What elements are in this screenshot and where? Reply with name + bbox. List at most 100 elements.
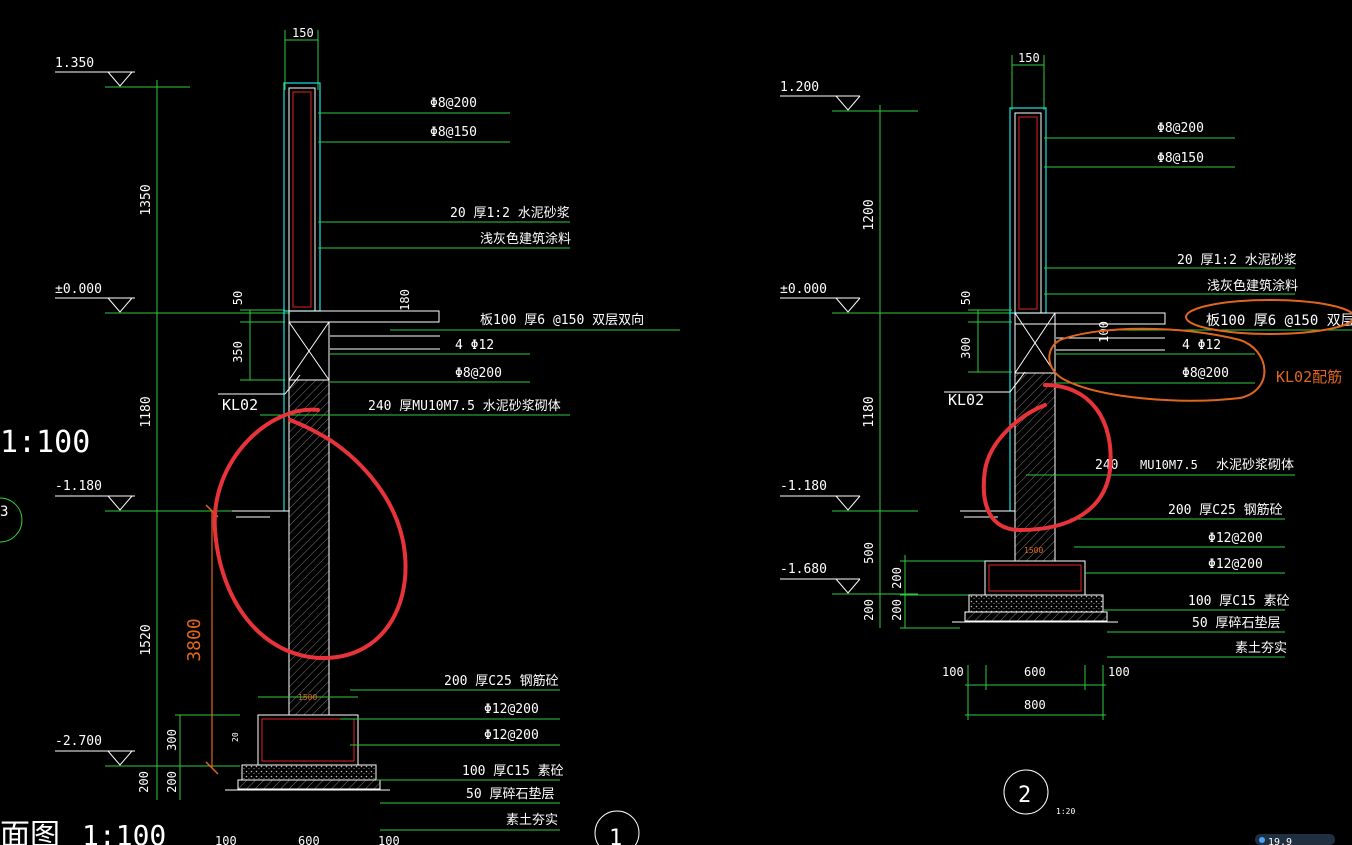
left-note-c15: 100 厚C15 素砼 (462, 764, 564, 779)
right-level-0000: ±0.000 (780, 282, 827, 297)
right-markup-note: KL02配筋 (1276, 368, 1342, 386)
left-note-phi12-a: Φ12@200 (484, 702, 539, 717)
right-note-stirrup: Φ8@200 (1182, 366, 1229, 381)
right-footing (984, 560, 1086, 596)
right-note-c25: 200 厚C25 钢筋砼 (1168, 502, 1283, 518)
left-note-masonry: 240 厚MU10M7.5 水泥砂浆砌体 (368, 399, 561, 414)
right-parapet-rebar (1018, 116, 1038, 310)
left-beam-label: KL02 (222, 396, 258, 414)
left-circle-fragment (0, 497, 23, 543)
left-parapet-rebar (292, 91, 312, 308)
right-bottom-dim-600: 600 (1024, 665, 1046, 679)
left-section-number: 1 (609, 826, 622, 845)
right-leaders (1026, 137, 1352, 658)
left-note-phi12-b: Φ12@200 (484, 728, 539, 743)
left-gravel-bed (237, 779, 381, 790)
right-dim-200b: 200 (890, 599, 904, 621)
right-note-phi12-b: Φ12@200 (1208, 557, 1263, 572)
left-footing-1500: 1500 (298, 693, 317, 702)
left-level-2700: -2.700 (55, 734, 102, 749)
right-markup-slab-ellipse (1185, 299, 1352, 335)
left-note-stirrup: Φ8@200 (455, 366, 502, 381)
right-note-slab: 板100 厚6 @150 双层双 (1206, 313, 1352, 329)
right-masonry-wall (1014, 372, 1056, 562)
left-dim-1180: 1180 (139, 396, 154, 427)
right-markup-beam-loop (1048, 327, 1266, 402)
left-level-1350: 1.350 (55, 56, 94, 71)
left-note-gravel: 50 厚碎石垫层 (466, 786, 554, 802)
badge-dot-icon (1259, 837, 1265, 843)
left-footing-small-dim: 20 (231, 732, 240, 742)
right-level-marks (780, 95, 1015, 595)
left-note-slab: 板100 厚6 @150 双层双向 (480, 312, 644, 328)
right-note-mortar: 20 厚1:2 水泥砂浆 (1177, 253, 1297, 268)
left-note-phi8-150: Φ8@150 (430, 125, 477, 140)
right-dim-100: 100 (1097, 321, 1111, 343)
right-footing-1500: 1500 (1024, 546, 1043, 555)
right-concrete-base (968, 594, 1104, 613)
corner-badge: 19.9 (1255, 834, 1335, 845)
right-bottom-dim-100b: 100 (1108, 665, 1130, 679)
right-dim-50: 50 (959, 291, 973, 305)
left-roof-slab (288, 310, 440, 323)
left-wall-width: 150 (292, 26, 314, 40)
right-note-coating: 浅灰色建筑涂料 (1207, 278, 1298, 294)
left-dim-180: 180 (398, 289, 412, 311)
right-note-gravel: 50 厚碎石垫层 (1192, 615, 1280, 631)
left-footing (257, 714, 359, 766)
left-level-0000: ±0.000 (55, 282, 102, 297)
right-note-4phi12: 4 Φ12 (1182, 338, 1221, 353)
left-section: 1.350 ±0.000 -1.180 -2.700 1350 1180 152… (0, 26, 680, 845)
right-markup-circle (981, 383, 1113, 533)
left-leaders (260, 112, 680, 831)
right-section: 1.200 ±0.000 -1.180 -1.680 1200 1180 500… (780, 51, 1352, 816)
left-title-fragment: 面图 (0, 818, 60, 845)
left-level-1180: -1.180 (55, 479, 102, 494)
left-bottom-dim-100b: 100 (378, 834, 400, 845)
left-dim-50: 50 (231, 291, 245, 305)
right-level-1680: -1.680 (780, 562, 827, 577)
left-title-scale: 1:100 (82, 819, 166, 845)
left-dim-200a: 200 (165, 771, 179, 793)
left-dim-200b: 200 (137, 771, 151, 793)
right-note-mu10: MU10M7.5 (1140, 458, 1198, 472)
left-concrete-base (241, 764, 377, 781)
left-section-circle (594, 810, 640, 845)
right-note-phi12-a: Φ12@200 (1208, 531, 1263, 546)
right-bottom-dim-800: 800 (1024, 698, 1046, 712)
left-markup-circle (212, 407, 408, 661)
left-dim-300: 300 (165, 729, 179, 751)
right-note-masonry: 水泥砂浆砌体 (1216, 458, 1294, 473)
right-bottom-dim-100a: 100 (942, 665, 964, 679)
left-note-coating: 浅灰色建筑涂料 (480, 231, 571, 247)
right-section-number: 2 (1018, 783, 1031, 808)
right-note-phi8-200: Φ8@200 (1157, 121, 1204, 136)
right-level-1200: 1.200 (780, 80, 819, 95)
right-dim-200c: 200 (862, 599, 876, 621)
right-section-scale: 1:20 (1056, 807, 1075, 816)
left-bottom-dim-600: 600 (298, 834, 320, 845)
left-note-4phi12: 4 Φ12 (455, 338, 494, 353)
left-dim-3800: 3800 (184, 618, 205, 661)
corner-badge-text: 19.9 (1268, 837, 1292, 845)
right-beam-label: KL02 (948, 391, 984, 409)
right-note-c15: 100 厚C15 素砼 (1188, 594, 1290, 609)
right-gravel-bed (964, 611, 1108, 622)
right-level-1180: -1.180 (780, 479, 827, 494)
right-section-circle (1003, 769, 1049, 815)
right-dim-200a: 200 (890, 567, 904, 589)
right-dim-1180: 1180 (862, 396, 877, 427)
right-wall-width: 150 (1018, 51, 1040, 65)
left-level-marks (55, 71, 290, 767)
left-bottom-dim-100a: 100 (215, 834, 237, 845)
right-roof-slab (1014, 312, 1166, 325)
right-note-240: 240 (1095, 458, 1118, 473)
right-note-soil: 素土夯实 (1235, 641, 1287, 656)
left-note-mortar: 20 厚1:2 水泥砂浆 (450, 206, 570, 221)
right-dim-300: 300 (959, 337, 973, 359)
left-circle-text: 3 (0, 504, 8, 520)
left-note-c25: 200 厚C25 钢筋砼 (444, 673, 559, 689)
left-dim-350: 350 (231, 341, 245, 363)
right-note-phi8-150: Φ8@150 (1157, 151, 1204, 166)
